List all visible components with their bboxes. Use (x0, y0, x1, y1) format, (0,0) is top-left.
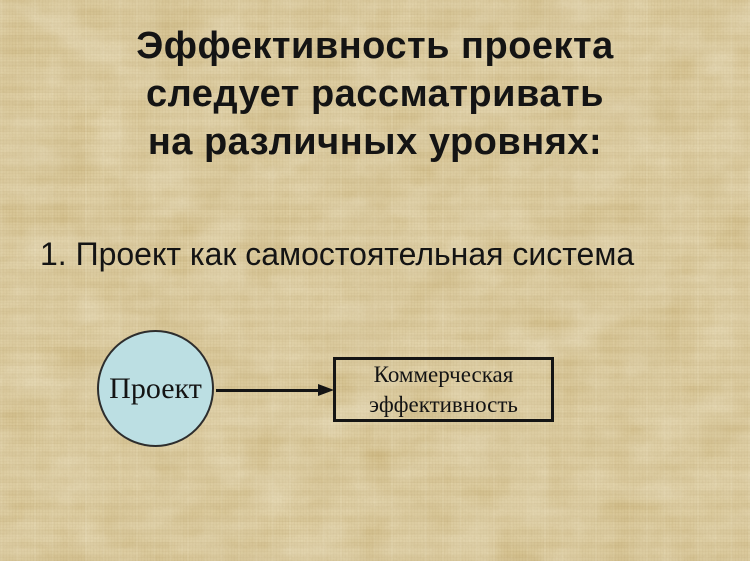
commercial-effectiveness-box: Коммерческая эффективность (333, 357, 554, 422)
box-label-line-2: эффективность (369, 391, 518, 417)
project-circle-shape: Проект (97, 330, 214, 447)
project-circle-label: Проект (109, 371, 202, 405)
arrow-head-icon (318, 384, 334, 396)
arrow-connector-line (216, 389, 320, 392)
box-label-line-1: Коммерческая (373, 361, 514, 387)
